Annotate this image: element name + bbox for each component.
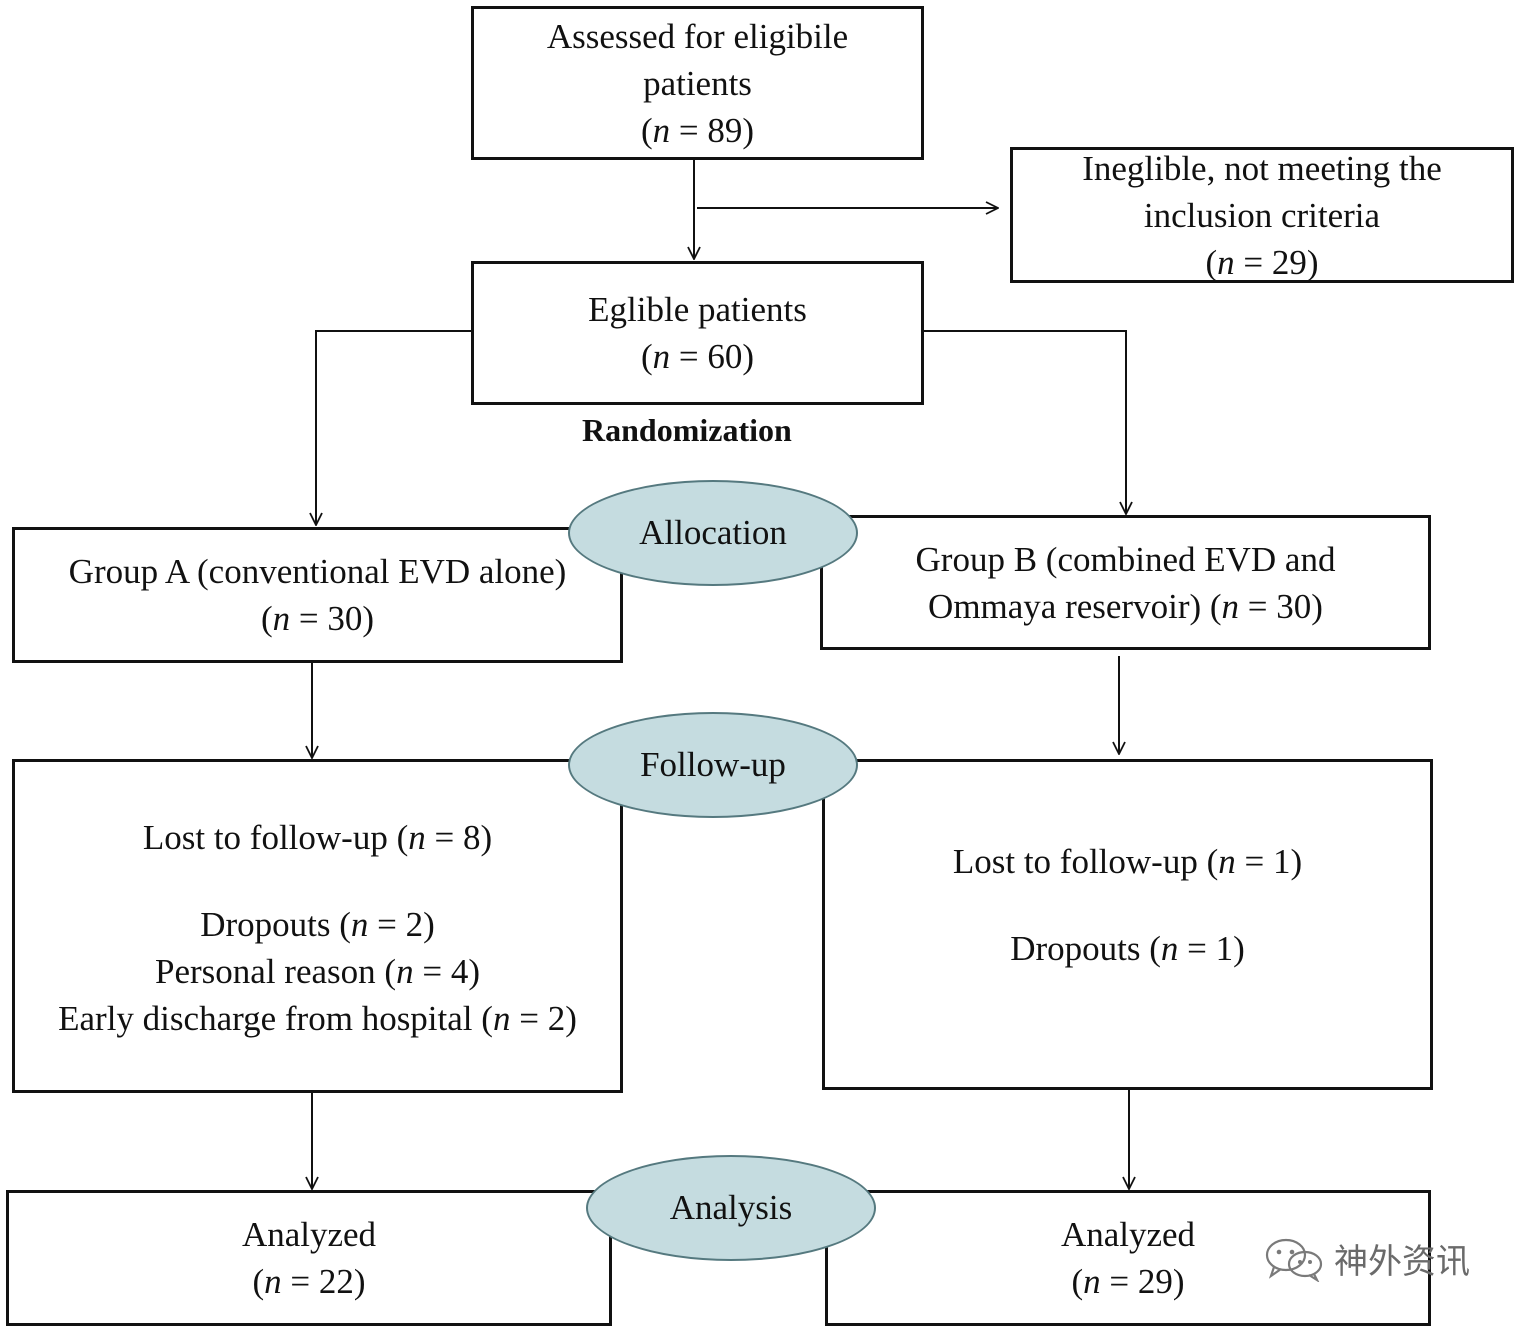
group-b-line1: Group B (combined EVD and — [915, 539, 1336, 579]
ineligible-line2: inclusion criteria — [1143, 195, 1381, 235]
followup-a-dropouts-n: 2 — [405, 905, 424, 944]
allocation-oval: Allocation — [568, 480, 858, 586]
followup-b-dropouts-n: 1 — [1215, 929, 1234, 968]
followup-label: Follow-up — [640, 745, 786, 784]
group-b-line2: Ommaya reservoir) — [928, 586, 1202, 626]
followup-oval: Follow-up — [568, 712, 858, 818]
followup-b-box: Lost to follow-up (n = 1) Dropouts (n = … — [822, 759, 1433, 1090]
ineligible-line1: Ineglible, not meeting the — [1082, 148, 1442, 188]
watermark-text: 神外资讯 — [1334, 1242, 1470, 1282]
eligible-box: Eglible patients (n = 60) — [471, 261, 924, 405]
arrow-eligible-to-group-a — [316, 330, 472, 525]
watermark: 神外资讯 — [1264, 1234, 1470, 1283]
eligible-n: 60 — [707, 337, 743, 376]
assessed-n: 89 — [707, 110, 743, 150]
followup-a-dropouts: Dropouts — [200, 905, 331, 944]
followup-a-lost-n: 8 — [462, 818, 481, 857]
assessed-box: Assessed for eligibile patients (n = 89) — [471, 6, 924, 160]
wechat-icon — [1265, 1238, 1323, 1282]
ineligible-n: 29 — [1271, 242, 1307, 282]
followup-b-lost: Lost to follow-up — [952, 842, 1198, 881]
analysis-b-n: 29 — [1137, 1262, 1173, 1301]
analysis-a-n: 22 — [318, 1262, 354, 1301]
analysis-b-line1: Analyzed — [1060, 1215, 1196, 1254]
group-b-box: Group B (combined EVD and Ommaya reservo… — [820, 515, 1431, 650]
group-a-box: Group A (conventional EVD alone) (n = 30… — [12, 527, 623, 663]
followup-a-early: Early discharge from hospital — [58, 999, 473, 1038]
analysis-label: Analysis — [669, 1188, 793, 1227]
randomization-label: Randomization — [582, 412, 792, 448]
assessed-line1: Assessed for eligibile — [546, 16, 849, 56]
group-a-line1: Group A (conventional EVD alone) — [68, 552, 567, 591]
group-b-n: 30 — [1276, 586, 1312, 626]
followup-a-lost: Lost to follow-up — [142, 818, 388, 857]
followup-a-box: Lost to follow-up (n = 8) Dropouts (n = … — [12, 759, 623, 1093]
allocation-label: Allocation — [639, 513, 787, 552]
followup-a-personal: Personal reason — [155, 952, 376, 991]
analysis-a-line1: Analyzed — [241, 1215, 377, 1254]
analysis-oval: Analysis — [586, 1155, 876, 1261]
group-a-n: 30 — [327, 599, 363, 638]
assessed-line2: patients — [643, 63, 752, 103]
analysis-a-box: Analyzed (n = 22) — [6, 1190, 612, 1326]
eligible-line1: Eglible patients — [588, 290, 807, 329]
ineligible-box: Ineglible, not meeting the inclusion cri… — [1010, 147, 1514, 283]
arrow-eligible-to-group-b — [923, 330, 1126, 514]
followup-a-early-n: 2 — [547, 999, 566, 1038]
followup-b-dropouts: Dropouts — [1010, 929, 1141, 968]
followup-b-lost-n: 1 — [1272, 842, 1291, 881]
followup-a-personal-n: 4 — [450, 952, 469, 991]
analysis-b-box: Analyzed (n = 29) — [825, 1190, 1431, 1326]
